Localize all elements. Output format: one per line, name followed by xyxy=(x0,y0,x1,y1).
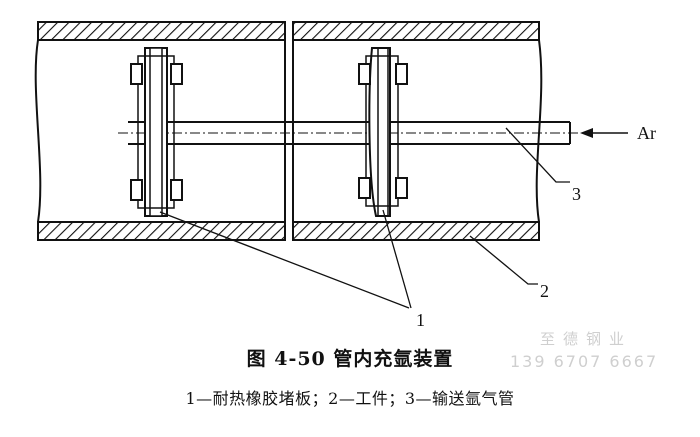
leader-1b xyxy=(382,209,412,309)
leader-1a xyxy=(159,211,410,309)
callout-2: 2 xyxy=(540,281,549,301)
right-pipe-section xyxy=(292,21,543,241)
leader-3 xyxy=(505,127,570,183)
left-pipe-top-wall xyxy=(37,21,286,41)
watermark-company: 至德钢业 xyxy=(540,330,633,348)
watermark-phone: 139 6707 6667 xyxy=(510,352,659,371)
leader-2 xyxy=(469,235,538,285)
right-rubber-plug xyxy=(358,47,408,217)
bolt-head xyxy=(170,179,183,201)
bolt-head xyxy=(130,179,143,201)
argon-purge-diagram: Ar 1 2 3 xyxy=(34,21,656,330)
bolt-head xyxy=(170,63,183,85)
left-pipe-section xyxy=(34,21,286,241)
bolt-head xyxy=(395,177,408,199)
right-pipe-top-wall xyxy=(292,21,540,41)
argon-tube xyxy=(118,121,580,145)
figure-title: 图 4-50 管内充氩装置 xyxy=(246,348,454,370)
left-pipe-break-edge xyxy=(34,39,42,223)
left-rubber-plug xyxy=(130,47,183,217)
argon-inlet-arrow xyxy=(580,128,628,138)
bolt-head xyxy=(130,63,143,85)
right-pipe-bottom-wall xyxy=(292,221,540,241)
callout-1: 1 xyxy=(416,310,425,330)
figure-legend: 1—耐热橡胶堵板；2—工件；3—输送氩气管 xyxy=(185,389,515,408)
callout-3: 3 xyxy=(572,184,581,204)
leader-lines xyxy=(159,127,570,309)
bolt-head xyxy=(358,63,371,85)
bolt-head xyxy=(358,177,371,199)
right-pipe-break-edge xyxy=(535,39,543,223)
left-pipe-bottom-wall xyxy=(37,221,286,241)
argon-label: Ar xyxy=(637,123,656,143)
bolt-head xyxy=(395,63,408,85)
